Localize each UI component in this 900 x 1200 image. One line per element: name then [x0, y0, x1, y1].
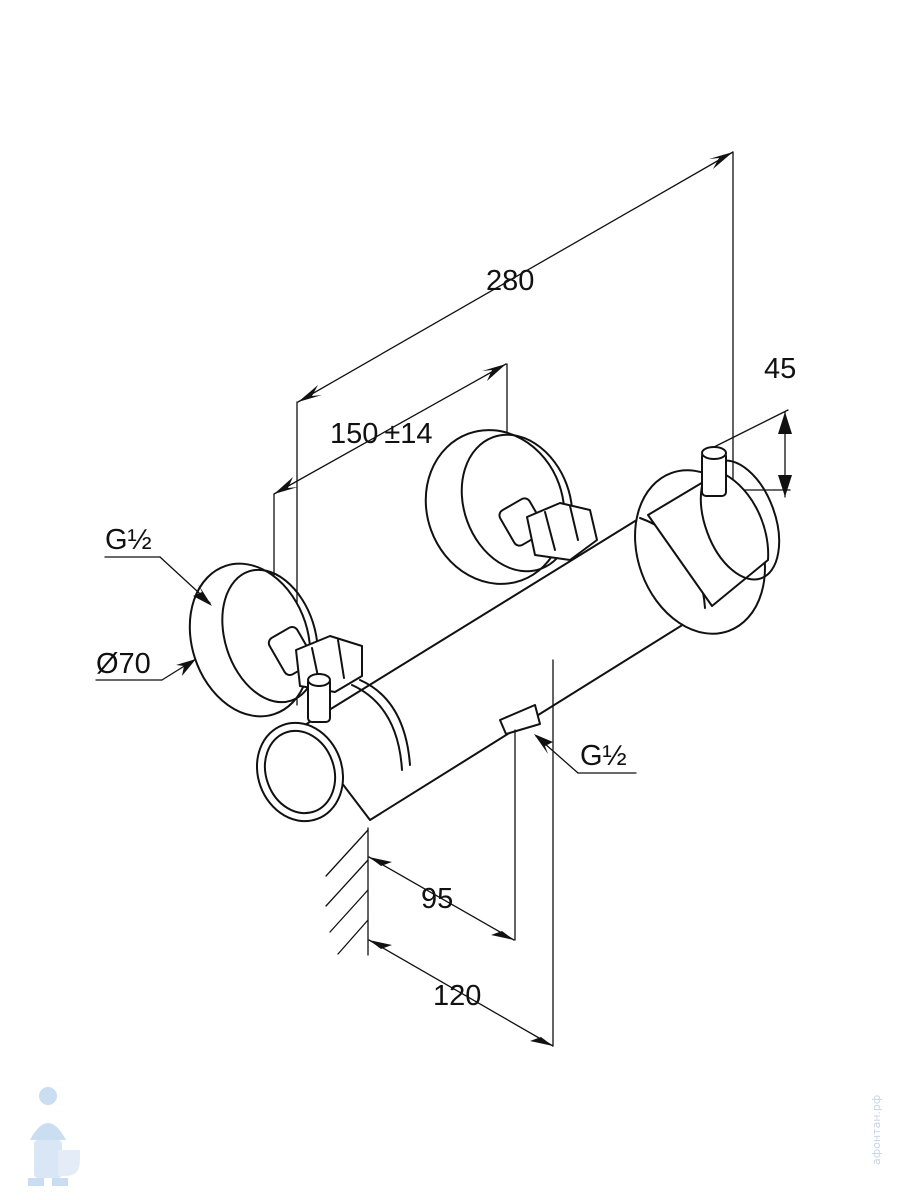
dimension-inlet-spacing: 150±14 — [273, 363, 508, 586]
callout-inlet-thread: G½ — [104, 524, 212, 606]
left-wall-flange — [188, 562, 363, 723]
inlet-thread-label: G½ — [105, 524, 152, 556]
outlet-offset-label: 95 — [421, 883, 453, 915]
flange-diameter-label: Ø70 — [96, 648, 151, 680]
dimension-overall-length: 280 — [296, 151, 734, 706]
right-wall-flange — [424, 429, 598, 585]
dimension-body-depth: 120 — [368, 939, 554, 1047]
mixer-body — [255, 446, 781, 1047]
wall-hatch — [325, 827, 369, 956]
dimension-outlet-offset: 95 — [368, 856, 515, 941]
body-depth-label: 120 — [433, 980, 481, 1012]
callout-outlet-thread: G½ — [534, 734, 637, 774]
inlet-spacing-label: 150 — [330, 418, 378, 450]
svg-text:150±14: 150±14 — [330, 418, 433, 450]
plumber-logo-icon — [28, 1087, 80, 1186]
top-height-label: 45 — [764, 353, 796, 385]
overall-length-label: 280 — [486, 265, 534, 297]
site-watermark: афонтан.рф — [870, 1095, 883, 1165]
inlet-tolerance-label: ±14 — [384, 418, 432, 450]
outlet-thread-label: G½ — [580, 740, 627, 772]
callout-flange-diameter: Ø70 — [95, 648, 196, 681]
